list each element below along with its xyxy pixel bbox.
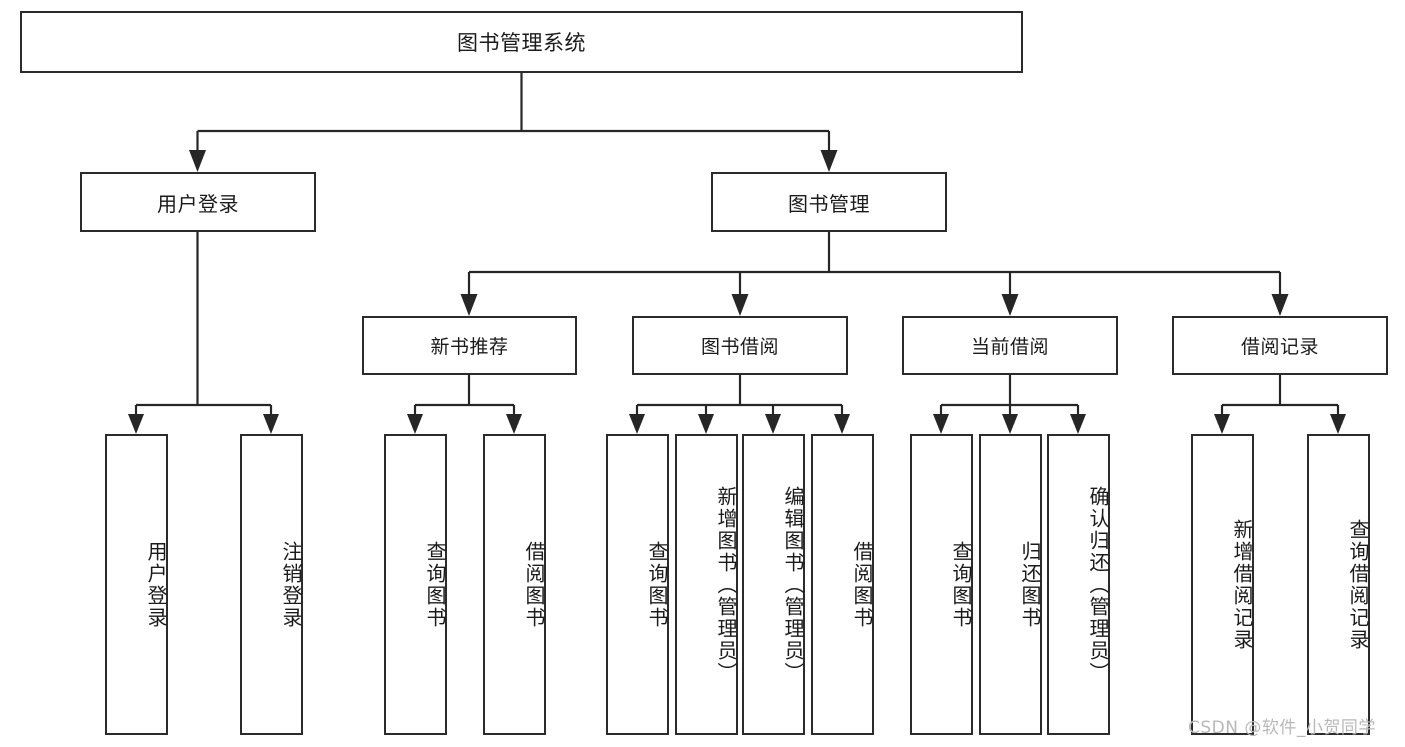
leaf-borrowrecord-query-record[interactable]: 查询借阅记录 [1307,434,1370,735]
node-borrow-record[interactable]: 借阅记录 [1172,316,1388,375]
leaf-label: 用户登录 [144,540,168,629]
node-label: 图书管理系统 [457,31,586,55]
leaf-currentborrow-return-books[interactable]: 归还图书 [979,434,1042,735]
leaf-bookborrow-edit-book-admin[interactable]: 编辑图书（管理员） [742,434,805,735]
leaf-newbook-query-books[interactable]: 查询图书 [384,434,447,735]
node-label: 当前借阅 [970,336,1049,358]
leaf-label: 编辑图书（管理员） [781,485,805,684]
connector-borrowrecord-to-leaves [1214,375,1346,434]
leaf-borrowrecord-add-record[interactable]: 新增借阅记录 [1191,434,1254,735]
connector-bookborrow-to-leaves [629,375,850,434]
connector-root-to-level2 [189,73,838,172]
leaf-newbook-borrow-books[interactable]: 借阅图书 [483,434,546,735]
connector-userlogin-to-leaves [128,232,279,434]
leaf-label: 新增借阅记录 [1230,518,1254,651]
leaf-bookborrow-borrow-books[interactable]: 借阅图书 [811,434,874,735]
node-label: 用户登录 [157,191,239,216]
leaf-label: 借阅图书 [522,540,546,629]
node-new-book-recommendation[interactable]: 新书推荐 [362,316,577,375]
node-label: 新书推荐 [430,336,509,358]
node-label: 借阅记录 [1240,336,1319,358]
leaf-currentborrow-confirm-return-admin[interactable]: 确认归还（管理员） [1047,434,1110,735]
leaf-logout[interactable]: 注销登录 [240,434,303,735]
leaf-bookborrow-add-book-admin[interactable]: 新增图书（管理员） [675,434,738,735]
connector-newbook-to-leaves [407,375,522,434]
leaf-label: 查询借阅记录 [1346,518,1370,651]
leaf-label: 借阅图书 [850,540,874,629]
leaf-label: 确认归还（管理员） [1086,485,1110,684]
leaf-label: 归还图书 [1018,540,1042,629]
leaf-currentborrow-query-books[interactable]: 查询图书 [910,434,973,735]
node-user-login[interactable]: 用户登录 [80,172,316,232]
node-root-library-management-system[interactable]: 图书管理系统 [20,11,1023,73]
node-current-borrow[interactable]: 当前借阅 [902,316,1118,375]
leaf-bookborrow-query-books[interactable]: 查询图书 [606,434,669,735]
node-book-management[interactable]: 图书管理 [711,172,947,232]
leaf-label: 查询图书 [423,540,447,629]
connector-currentborrow-to-leaves [933,375,1086,434]
node-book-borrow[interactable]: 图书借阅 [632,316,848,375]
node-label: 图书管理 [788,191,870,216]
leaf-label: 新增图书（管理员） [714,485,738,684]
leaf-label: 查询图书 [949,540,973,629]
leaf-user-login[interactable]: 用户登录 [105,434,168,735]
connector-bookmgmt-to-level3 [460,232,1289,316]
leaf-label: 查询图书 [645,540,669,629]
node-label: 图书借阅 [700,336,779,358]
leaf-label: 注销登录 [279,540,303,629]
